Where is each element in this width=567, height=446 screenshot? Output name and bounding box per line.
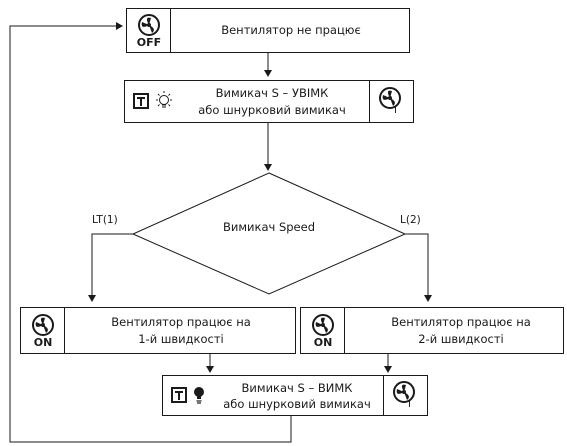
switch-icon <box>133 93 149 109</box>
fan-on-icon: ON <box>301 308 345 353</box>
step-fan-speed-1-label-line2: 1-й швидкості <box>138 332 224 346</box>
fan-icon-caption: OFF <box>136 36 162 49</box>
step-switch-on: Вимикач S – УВІМК або шнурковий вимикач … <box>124 80 414 123</box>
fan-icon-caption: ON <box>33 336 53 349</box>
fan-pull-cord-icon: I <box>383 376 428 415</box>
pull-cord-label: I <box>394 105 397 116</box>
step-fan-speed-2-label-line2: 2-й швидкості <box>418 332 504 346</box>
step-switch-on-label-line1: Вимикач S – УВІМК <box>215 86 329 100</box>
step-fan-off-label: Вентилятор не працює <box>221 23 361 37</box>
pull-cord-label: I <box>408 399 411 410</box>
fan-off-icon: OFF <box>127 9 171 52</box>
decision-right-branch-label: L(2) <box>400 214 421 226</box>
decision-label: Вимикач Speed <box>222 220 315 234</box>
step-fan-speed-2: ON Вентилятор працює на 2-й швидкості <box>300 307 564 354</box>
light-bulb-on-icon <box>191 384 207 408</box>
step-fan-off: OFF Вентилятор не працює <box>126 8 410 53</box>
step-switch-off-label-line2: або шнурковий вимикач <box>223 397 371 411</box>
switch-icon <box>171 387 187 403</box>
fan-icon-caption: ON <box>313 336 333 349</box>
light-bulb-off-icon <box>153 89 175 115</box>
decision-diamond <box>131 172 407 295</box>
fan-on-icon: ON <box>21 308 65 353</box>
step-fan-speed-2-label-line1: Вентилятор працює на <box>391 315 531 329</box>
step-switch-off: Вимикач S – ВИМК або шнурковий вимикач I <box>162 375 428 416</box>
decision-left-branch-label: LT(1) <box>92 214 118 226</box>
step-fan-speed-1: ON Вентилятор працює на 1-й швидкості <box>20 307 296 354</box>
fan-pull-cord-icon: I <box>369 81 414 122</box>
step-switch-off-label-line1: Вимикач S – ВИМК <box>241 381 353 395</box>
step-switch-on-label-line2: або шнурковий вимикач <box>198 103 346 117</box>
step-fan-speed-1-label-line1: Вентилятор працює на <box>111 315 251 329</box>
